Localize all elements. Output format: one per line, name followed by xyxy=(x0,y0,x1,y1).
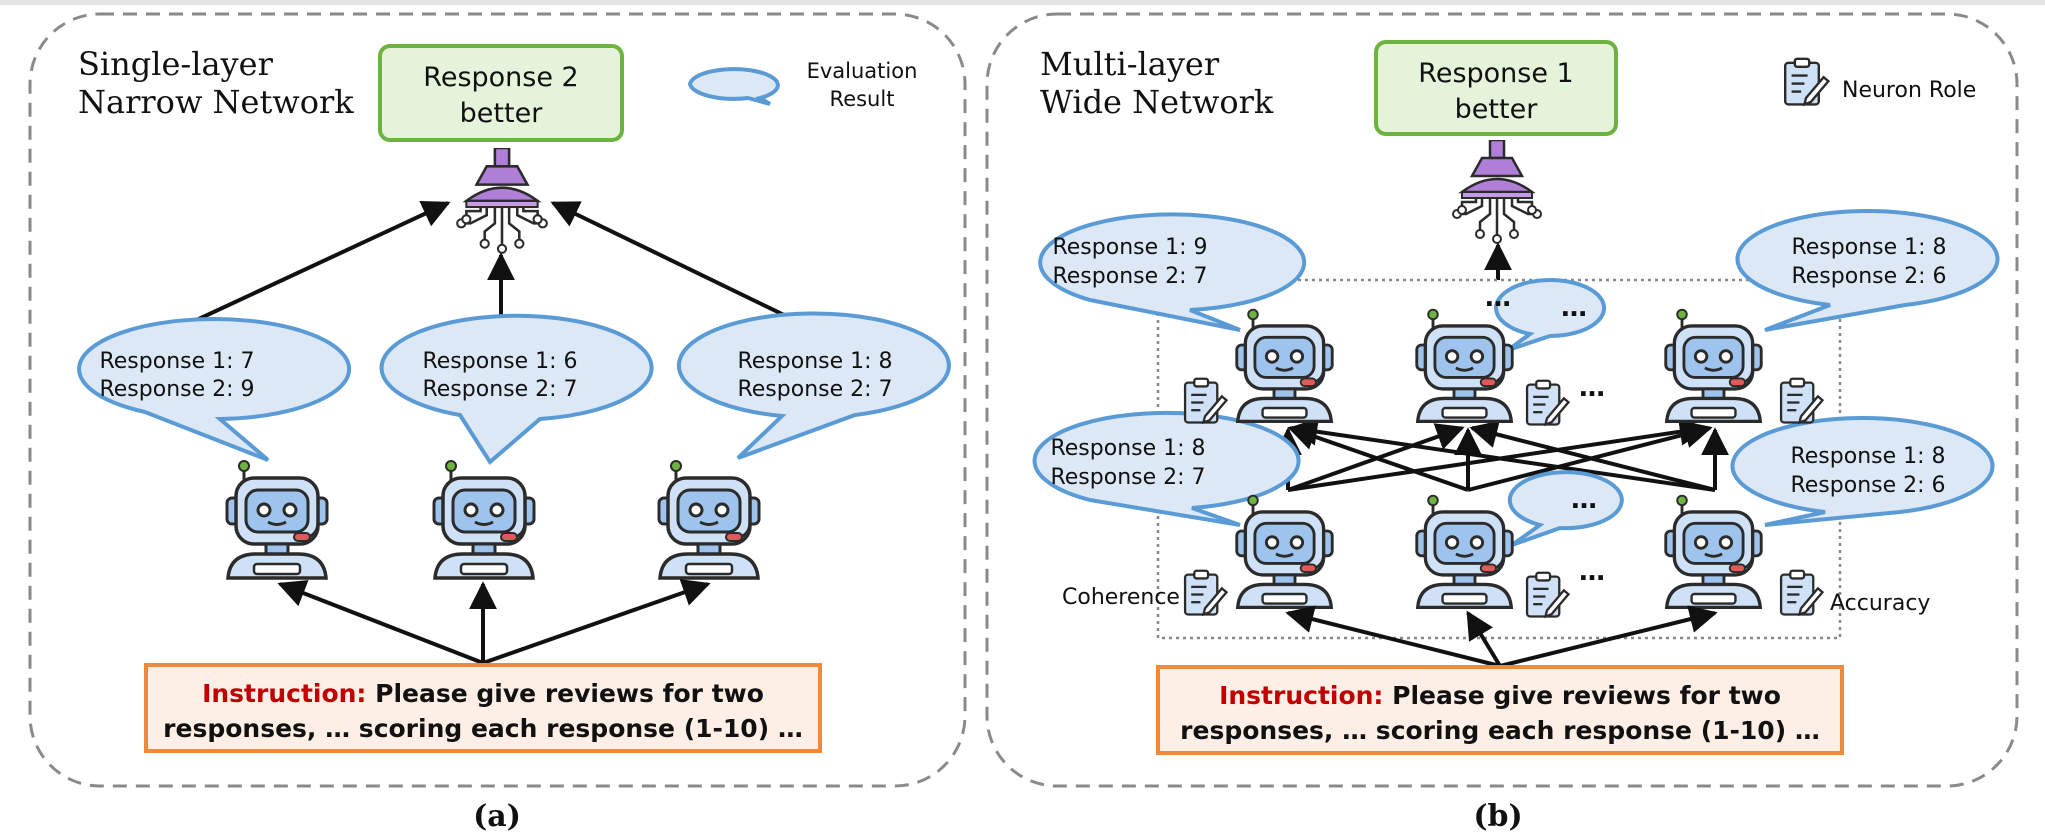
ellipsis: … xyxy=(1579,557,1605,587)
bubble-b2: Response 1: 8 Response 2: 6 xyxy=(1735,209,2000,332)
bubble-b3: Response 1: 8 Response 2: 7 xyxy=(1032,410,1301,527)
aggregator-icon xyxy=(1452,140,1542,245)
layer-connections xyxy=(1274,417,1729,492)
panel-b-border xyxy=(985,12,2019,788)
panel-a-title-line1: Single-layer xyxy=(78,45,274,83)
bubble-text: Response 1: 7 xyxy=(99,349,254,374)
arrow-from-instruction xyxy=(482,579,711,665)
robot-judge-icon xyxy=(1664,308,1763,424)
instruction-label: Instruction: xyxy=(202,679,366,708)
ellipsis: … xyxy=(1485,283,1511,313)
panel-b: Multi-layer Wide Network Response 1 bett… xyxy=(985,12,2019,834)
connection-arrow xyxy=(1469,420,1716,492)
window-top-bar xyxy=(0,0,2045,5)
bubble-text: Response 1: 8 xyxy=(1050,436,1205,461)
robot-judge-icon xyxy=(432,460,536,580)
bubble-a1: Response 1: 7 Response 2: 9 xyxy=(77,317,352,462)
panel-b-instruction-box xyxy=(1156,665,1844,755)
panel-b-result-line2: better xyxy=(1455,94,1539,125)
ellipsis: … xyxy=(1579,373,1605,403)
role-coherence: Coherence xyxy=(1062,585,1180,610)
evaluation-result-legend: Evaluation Result xyxy=(687,59,918,111)
clipboard-icon xyxy=(1783,57,1830,106)
panel-b-caption: (b) xyxy=(1473,799,1522,834)
speech-bubble-icon xyxy=(687,67,780,106)
bubble-text: Response 2: 7 xyxy=(737,377,892,402)
panel-a-result-line2: better xyxy=(460,98,544,129)
instruction-text: Please give reviews for two xyxy=(1383,681,1780,710)
arrow-to-aggregator xyxy=(174,200,451,332)
panel-b-title-line2: Wide Network xyxy=(1040,83,1274,121)
clipboard-icon xyxy=(1779,377,1824,424)
neuron-role-legend: Neuron Role xyxy=(1783,57,1976,106)
clipboard-icon xyxy=(1525,379,1570,426)
bubble-text: Response 2: 7 xyxy=(1050,465,1205,490)
bubble-text: Response 1: 8 xyxy=(737,349,892,374)
arrow-to-aggregator xyxy=(550,201,816,332)
instruction-text: Please give reviews for two xyxy=(366,679,763,708)
legend-evaluation-line2: Result xyxy=(830,87,895,111)
panel-b-result-line1: Response 1 xyxy=(1418,58,1573,89)
robot-judge-icon xyxy=(1664,494,1763,610)
bubble-ellipsis: … xyxy=(1561,293,1587,323)
panel-b-title-line1: Multi-layer xyxy=(1040,45,1220,83)
robot-judge-icon xyxy=(1235,308,1334,424)
clipboard-icon xyxy=(1183,569,1228,616)
bubble-text: Response 1: 8 xyxy=(1791,235,1946,260)
bubble-b-bottom-mid: … xyxy=(1507,470,1624,547)
bubble-ellipsis: … xyxy=(1571,485,1597,515)
robot-judge-icon xyxy=(657,460,761,580)
bubble-text: Response 1: 8 xyxy=(1790,444,1945,469)
bubble-b4: Response 1: 8 Response 2: 6 xyxy=(1730,416,1995,527)
arrow-from-instruction xyxy=(1499,605,1718,668)
bubble-a3: Response 1: 8 Response 2: 7 xyxy=(676,311,951,460)
panel-a-result-line1: Response 2 xyxy=(423,62,578,93)
bubble-b1: Response 1: 9 Response 2: 7 xyxy=(1038,212,1307,332)
instruction-line1: Instruction: Please give reviews for two xyxy=(202,679,764,708)
panel-a: Single-layer Narrow Network Response 2 b… xyxy=(28,12,967,834)
legend-evaluation-line1: Evaluation xyxy=(807,59,918,83)
bubble-text: Response 2: 9 xyxy=(99,377,254,402)
robot-judge-icon xyxy=(1415,494,1514,610)
panel-a-caption: (a) xyxy=(473,799,521,834)
instruction-line2: responses, … scoring each response (1-10… xyxy=(1180,716,1820,745)
instruction-line2: responses, … scoring each response (1-10… xyxy=(163,714,803,743)
clipboard-icon xyxy=(1525,571,1570,618)
bubble-text: Response 2: 7 xyxy=(422,377,577,402)
robot-judge-icon xyxy=(225,460,329,580)
panel-a-title-line2: Narrow Network xyxy=(78,83,354,121)
aggregator-icon xyxy=(455,148,549,255)
role-accuracy: Accuracy xyxy=(1830,591,1930,616)
panel-a-instruction-box xyxy=(144,663,822,753)
robot-judge-icon xyxy=(1235,494,1334,610)
bubble-text: Response 2: 6 xyxy=(1790,473,1945,498)
bubble-text: Response 2: 7 xyxy=(1052,264,1207,289)
connection-arrow xyxy=(1287,423,1469,492)
robot-judge-icon xyxy=(1415,308,1514,424)
arrow-from-instruction xyxy=(1285,605,1501,668)
instruction-label: Instruction: xyxy=(1219,681,1383,710)
panel-a-result-box xyxy=(378,44,624,142)
panel-b-result-box xyxy=(1374,40,1618,136)
instruction-line1: Instruction: Please give reviews for two xyxy=(1219,681,1781,710)
bubble-text: Response 1: 6 xyxy=(422,349,577,374)
arrow-from-instruction xyxy=(277,580,484,665)
bubble-a2: Response 1: 6 Response 2: 7 xyxy=(379,313,654,466)
clipboard-icon xyxy=(1779,569,1824,616)
panel-a-border xyxy=(28,12,967,788)
bubble-text: Response 2: 6 xyxy=(1791,264,1946,289)
bubble-text: Response 1: 9 xyxy=(1052,235,1207,260)
bubble-b-top-mid: … xyxy=(1494,278,1607,352)
connection-arrow xyxy=(1289,417,1716,492)
arrow-from-instruction xyxy=(1466,610,1502,668)
legend-neuron-role: Neuron Role xyxy=(1842,78,1976,103)
